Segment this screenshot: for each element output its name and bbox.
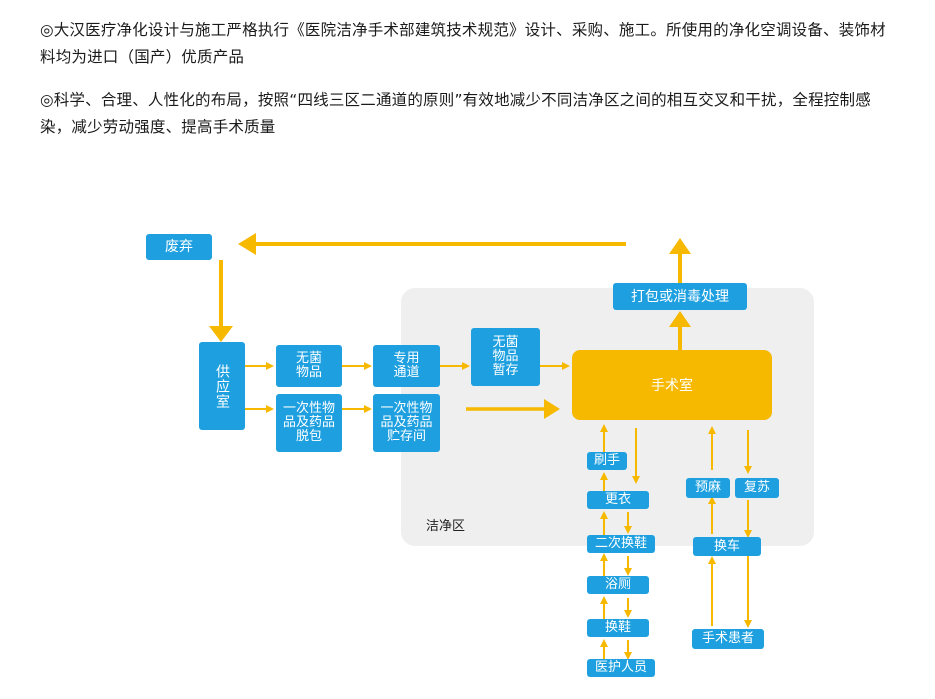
clean-zone-label: 洁净区 xyxy=(426,519,466,534)
node-change-cart: 换车 xyxy=(693,537,761,556)
node-bath-toilet: 浴厕 xyxy=(587,576,649,594)
node-supply: 供应室 xyxy=(199,342,245,430)
node-sterile-items: 无菌 物品 xyxy=(276,345,342,387)
node-pre-anesthesia: 预麻 xyxy=(686,478,730,498)
node-operating-room: 手术室 xyxy=(572,350,772,420)
node-disposable-unpack-label: 一次性物 品及药品 脱包 xyxy=(282,401,335,444)
node-sterile-items-label: 无菌 物品 xyxy=(295,351,322,380)
intro-paragraph-2: ◎科学、合理、人性化的布局，按照“四线三区二通道的原则”有效地减少不同洁净区之间… xyxy=(40,91,871,136)
node-disposable-storage-label: 一次性物 品及药品 贮存间 xyxy=(380,401,433,444)
node-second-shoes: 二次换鞋 xyxy=(587,535,655,553)
node-disposable-unpack: 一次性物 品及药品 脱包 xyxy=(276,394,342,452)
node-scrub: 刷手 xyxy=(587,452,627,470)
node-disposable-storage: 一次性物 品及药品 贮存间 xyxy=(373,394,440,452)
node-change-clothes: 更衣 xyxy=(587,491,649,509)
node-dedicated-channel: 专用 通道 xyxy=(373,345,440,387)
node-medical-staff: 医护人员 xyxy=(587,659,655,677)
node-recovery: 复苏 xyxy=(735,478,779,498)
intro-paragraph-1: ◎大汉医疗净化设计与施工严格执行《医院洁净手术部建筑技术规范》设计、采购、施工。… xyxy=(40,21,886,66)
node-sterile-temp-label: 无菌 物品 暂存 xyxy=(492,335,519,378)
node-dedicated-channel-label: 专用 通道 xyxy=(393,351,420,380)
node-change-shoes: 换鞋 xyxy=(587,619,649,637)
node-pack-disinfect: 打包或消毒处理 xyxy=(613,283,747,310)
node-patient: 手术患者 xyxy=(692,629,764,649)
node-sterile-temp: 无菌 物品 暂存 xyxy=(471,328,540,386)
node-waste: 废弃 xyxy=(146,234,212,260)
